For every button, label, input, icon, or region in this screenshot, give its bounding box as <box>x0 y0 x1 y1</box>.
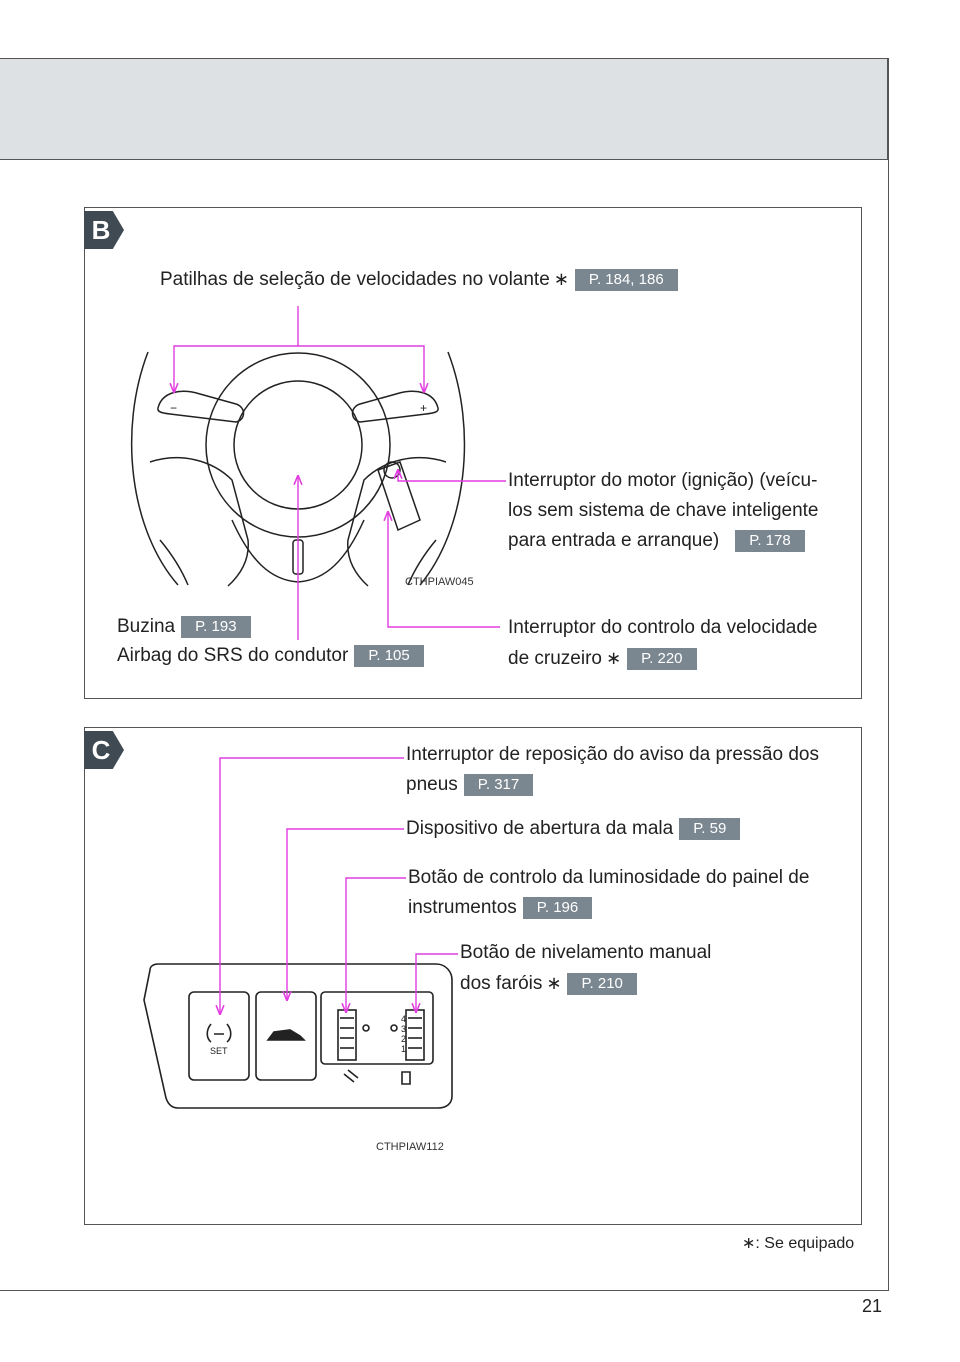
headlight-leveling-ref[interactable]: P. 210 <box>567 973 637 995</box>
airbag-ref[interactable]: P. 105 <box>354 645 424 667</box>
svg-text:−: − <box>170 401 177 415</box>
svg-text:+: + <box>420 401 427 415</box>
footnote-text: : Se equipado <box>755 1235 855 1252</box>
tire-pressure-reset-label: Interruptor de reposição do aviso da pre… <box>406 740 819 800</box>
paddle-shifters-label: Patilhas de seleção de velocidades no vo… <box>160 264 678 295</box>
asterisk: ∗ <box>742 1235 756 1252</box>
panel-brightness-ref[interactable]: P. 196 <box>522 897 593 919</box>
asterisk: ∗ <box>546 973 562 993</box>
airbag-text: Airbag do SRS do condutor <box>117 645 349 666</box>
panel-brightness-label: Botão de controlo da luminosidade do pai… <box>408 863 809 923</box>
engine-switch-ref[interactable]: P. 178 <box>735 530 805 552</box>
level-digit-4: 4 <box>401 1014 406 1024</box>
headlight-leveling-line2: dos faróis <box>460 973 543 994</box>
panel-brightness-line2: instrumentos <box>408 897 517 918</box>
cruise-control-ref[interactable]: P. 220 <box>627 648 697 670</box>
tire-pressure-line2: pneus <box>406 774 458 795</box>
footer-rule <box>0 1290 889 1291</box>
asterisk: ∗ <box>553 269 569 289</box>
asterisk: ∗ <box>606 648 622 668</box>
panel-brightness-line1: Botão de controlo da luminosidade do pai… <box>408 867 810 888</box>
panel-c <box>84 727 862 1225</box>
tire-pressure-line1: Interruptor de reposição do aviso da pre… <box>406 744 819 765</box>
engine-switch-line3: para entrada e arranque) <box>508 530 720 551</box>
cruise-control-line1: Interruptor do controlo da velocidade <box>508 617 818 638</box>
level-digit-1: 1 <box>401 1044 406 1054</box>
header-band <box>0 58 888 160</box>
leader-lines-c <box>220 757 458 1014</box>
cruise-control-label: Interruptor do controlo da velocidade de… <box>508 613 817 674</box>
headlight-leveling-label: Botão de nivelamento manual dos faróis∗P… <box>460 938 711 999</box>
level-digit-3: 3 <box>401 1024 406 1034</box>
steering-wheel-illustration: − + <box>130 351 466 587</box>
paddle-shifters-ref[interactable]: P. 184, 186 <box>574 269 678 291</box>
image-code-c: CTHPIAW112 <box>376 1141 444 1153</box>
set-label: SET <box>210 1046 228 1056</box>
horn-ref[interactable]: P. 193 <box>181 616 251 638</box>
margin-rule <box>888 58 889 1290</box>
horn-text: Buzina <box>117 616 176 637</box>
engine-switch-line1: Interruptor do motor (ignição) (veícu- <box>508 470 818 491</box>
cruise-control-line2: de cruzeiro <box>508 648 602 669</box>
trunk-opener-text: Dispositivo de abertura da mala <box>406 818 674 839</box>
engine-switch-label: Interruptor do motor (ignição) (veícu- l… <box>508 466 819 556</box>
image-code-b: CTHPIAW045 <box>405 576 474 588</box>
switch-panel-illustration <box>143 963 453 1109</box>
footnote: ∗: Se equipado <box>742 1233 854 1253</box>
level-digit-2: 2 <box>401 1034 406 1044</box>
tire-pressure-ref[interactable]: P. 317 <box>463 774 534 796</box>
page-number: 21 <box>862 1296 883 1316</box>
engine-switch-line2: los sem sistema de chave inteligente <box>508 500 819 521</box>
trunk-opener-ref[interactable]: P. 59 <box>679 818 741 840</box>
headlight-leveling-line1: Botão de nivelamento manual <box>460 942 712 963</box>
leader-lines-b <box>174 306 506 640</box>
paddle-shifters-text: Patilhas de seleção de velocidades no vo… <box>160 269 550 290</box>
